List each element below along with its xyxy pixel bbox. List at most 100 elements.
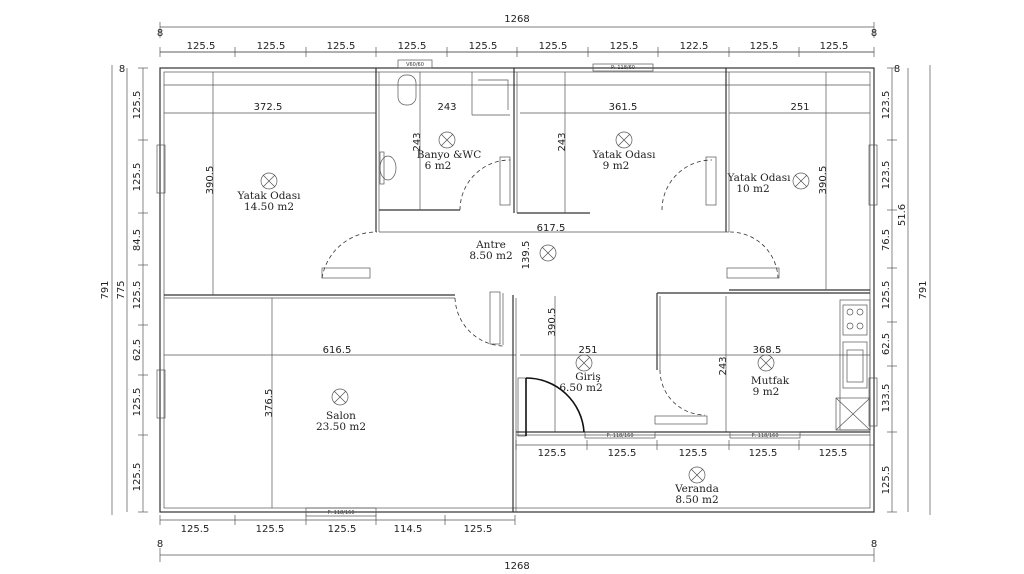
room-area: 9 m2 xyxy=(753,386,780,398)
hall-width: 617.5 xyxy=(537,223,566,234)
room-name: Giriş xyxy=(575,371,601,383)
corner-mark: 8 xyxy=(894,64,900,75)
right-outer-dim: 51.6 xyxy=(897,204,908,226)
salon-width: 616.5 xyxy=(323,345,352,356)
bottom-dim-4: 114.5 xyxy=(394,524,423,535)
light-fixtures xyxy=(260,131,810,484)
bed1-width: 372.5 xyxy=(254,102,283,113)
top-dim-9: 125.5 xyxy=(750,41,779,52)
veranda-dim-4: 125.5 xyxy=(749,448,778,459)
right-dim-5: 62.5 xyxy=(881,333,892,355)
ceiling-light-icon xyxy=(575,354,593,372)
left-dim-4: 125.5 xyxy=(132,281,143,310)
room-name: Yatak Odası xyxy=(237,190,302,202)
right-dim-3: 76.5 xyxy=(881,229,892,251)
veranda-dim-3: 125.5 xyxy=(679,448,708,459)
bottom-dim-5: 125.5 xyxy=(464,524,493,535)
salon-window-label: P: 118/160 xyxy=(327,510,354,516)
entry-window-label: P: 118/160 xyxy=(606,433,633,439)
bottom-dim-3: 125.5 xyxy=(328,524,357,535)
corner-mark: 8 xyxy=(157,539,163,550)
right-dim-4: 125.5 xyxy=(881,281,892,310)
room-name: Yatak Odası xyxy=(592,149,657,161)
room-name: Banyo &WC xyxy=(417,149,482,161)
kitchen-height: 243 xyxy=(718,356,729,375)
left-dim-6: 125.5 xyxy=(132,388,143,417)
top-dim-6: 125.5 xyxy=(539,41,568,52)
room-area: 6 m2 xyxy=(425,160,452,172)
overall-top-dim: 1268 xyxy=(504,14,529,25)
ceiling-light-icon xyxy=(688,466,706,484)
top-dim-8: 122.5 xyxy=(680,41,709,52)
top-dim-4: 125.5 xyxy=(398,41,427,52)
bottom-dimension-chain: 125.5 125.5 125.5 114.5 125.5 xyxy=(159,515,516,535)
corner-mark: 8 xyxy=(157,28,163,39)
bed2-window-label: P: 118/60 xyxy=(611,65,635,71)
entry-height: 390.5 xyxy=(547,308,558,337)
top-dim-1: 125.5 xyxy=(187,41,216,52)
right-dim-2: 123.5 xyxy=(881,161,892,190)
top-dim-2: 125.5 xyxy=(257,41,286,52)
top-dim-3: 125.5 xyxy=(327,41,356,52)
bed1-height: 390.5 xyxy=(205,166,216,195)
bath-width: 243 xyxy=(437,102,456,113)
left-dim-7: 125.5 xyxy=(132,463,143,492)
top-dim-7: 125.5 xyxy=(610,41,639,52)
corner-mark: 8 xyxy=(119,64,125,75)
ceiling-light-icon xyxy=(438,131,456,149)
bath-height: 243 xyxy=(412,132,423,151)
ceiling-light-icon xyxy=(757,354,775,372)
room-area: 8.50 m2 xyxy=(675,494,718,506)
room-name: Yatak Odası xyxy=(727,172,792,184)
bed3-height: 390.5 xyxy=(818,166,829,195)
ceiling-light-icon xyxy=(615,131,633,149)
bed2-width: 361.5 xyxy=(609,102,638,113)
right-dimension-chain: 123.5 123.5 76.5 125.5 62.5 133.5 125.5 … xyxy=(881,67,909,513)
top-dim-10: 125.5 xyxy=(820,41,849,52)
overall-bottom-dim: 1268 xyxy=(504,561,529,572)
overall-dimensions: 1268 1268 791 791 8 8 8 8 8 8 xyxy=(100,14,931,572)
veranda-dim-1: 125.5 xyxy=(538,448,567,459)
bed2-height: 243 xyxy=(557,132,568,151)
right-dim-7: 125.5 xyxy=(881,466,892,495)
entry-width: 251 xyxy=(578,345,597,356)
room-labels: Yatak Odası 14.50 m2 Banyo &WC 6 m2 Yata… xyxy=(237,149,792,506)
salon-height: 376.5 xyxy=(264,389,275,418)
room-name: Veranda xyxy=(674,483,719,495)
top-dimension-chain: 125.5 125.5 125.5 125.5 125.5 125.5 125.… xyxy=(159,41,875,57)
room-name: Salon xyxy=(326,410,356,422)
inner-dimensions: 372.5 390.5 243 243 361.5 243 251 390.5 … xyxy=(205,102,829,417)
room-area: 23.50 m2 xyxy=(316,421,366,433)
veranda-dim-5: 125.5 xyxy=(819,448,848,459)
bath-window-label: V60/60 xyxy=(406,62,424,68)
left-dim-5: 62.5 xyxy=(132,339,143,361)
veranda-dimension-chain: 125.5 125.5 125.5 125.5 125.5 xyxy=(515,440,875,459)
left-outer-dim: 775 xyxy=(116,280,127,299)
right-dim-1: 123.5 xyxy=(881,91,892,120)
left-dim-1: 125.5 xyxy=(132,91,143,120)
kitchen-window-label: P: 118/160 xyxy=(751,433,778,439)
room-name: Mutfak xyxy=(751,375,790,387)
corner-mark: 8 xyxy=(871,539,877,550)
hall-height: 139.5 xyxy=(521,241,532,270)
veranda-dim-2: 125.5 xyxy=(608,448,637,459)
room-area: 8.50 m2 xyxy=(469,250,512,262)
bed3-width: 251 xyxy=(790,102,809,113)
corner-mark: 8 xyxy=(871,28,877,39)
ceiling-light-icon xyxy=(792,172,810,190)
ceiling-light-icon xyxy=(331,388,349,406)
window-labels: V60/60 P: 118/60 P: 118/160 P: 118/160 P… xyxy=(327,62,778,516)
left-dim-2: 125.5 xyxy=(132,163,143,192)
room-name: Antre xyxy=(475,239,506,251)
ceiling-light-icon xyxy=(260,172,278,190)
ceiling-light-icon xyxy=(539,244,557,262)
left-dim-3: 84.5 xyxy=(132,229,143,251)
overall-left-dim: 791 xyxy=(100,280,111,299)
left-dimension-chain: 125.5 125.5 84.5 125.5 62.5 125.5 125.5 … xyxy=(116,67,148,513)
overall-right-dim: 791 xyxy=(918,280,929,299)
room-area: 6.50 m2 xyxy=(559,382,602,394)
room-area: 10 m2 xyxy=(736,183,769,195)
top-dim-5: 125.5 xyxy=(469,41,498,52)
door-swings xyxy=(321,159,779,436)
